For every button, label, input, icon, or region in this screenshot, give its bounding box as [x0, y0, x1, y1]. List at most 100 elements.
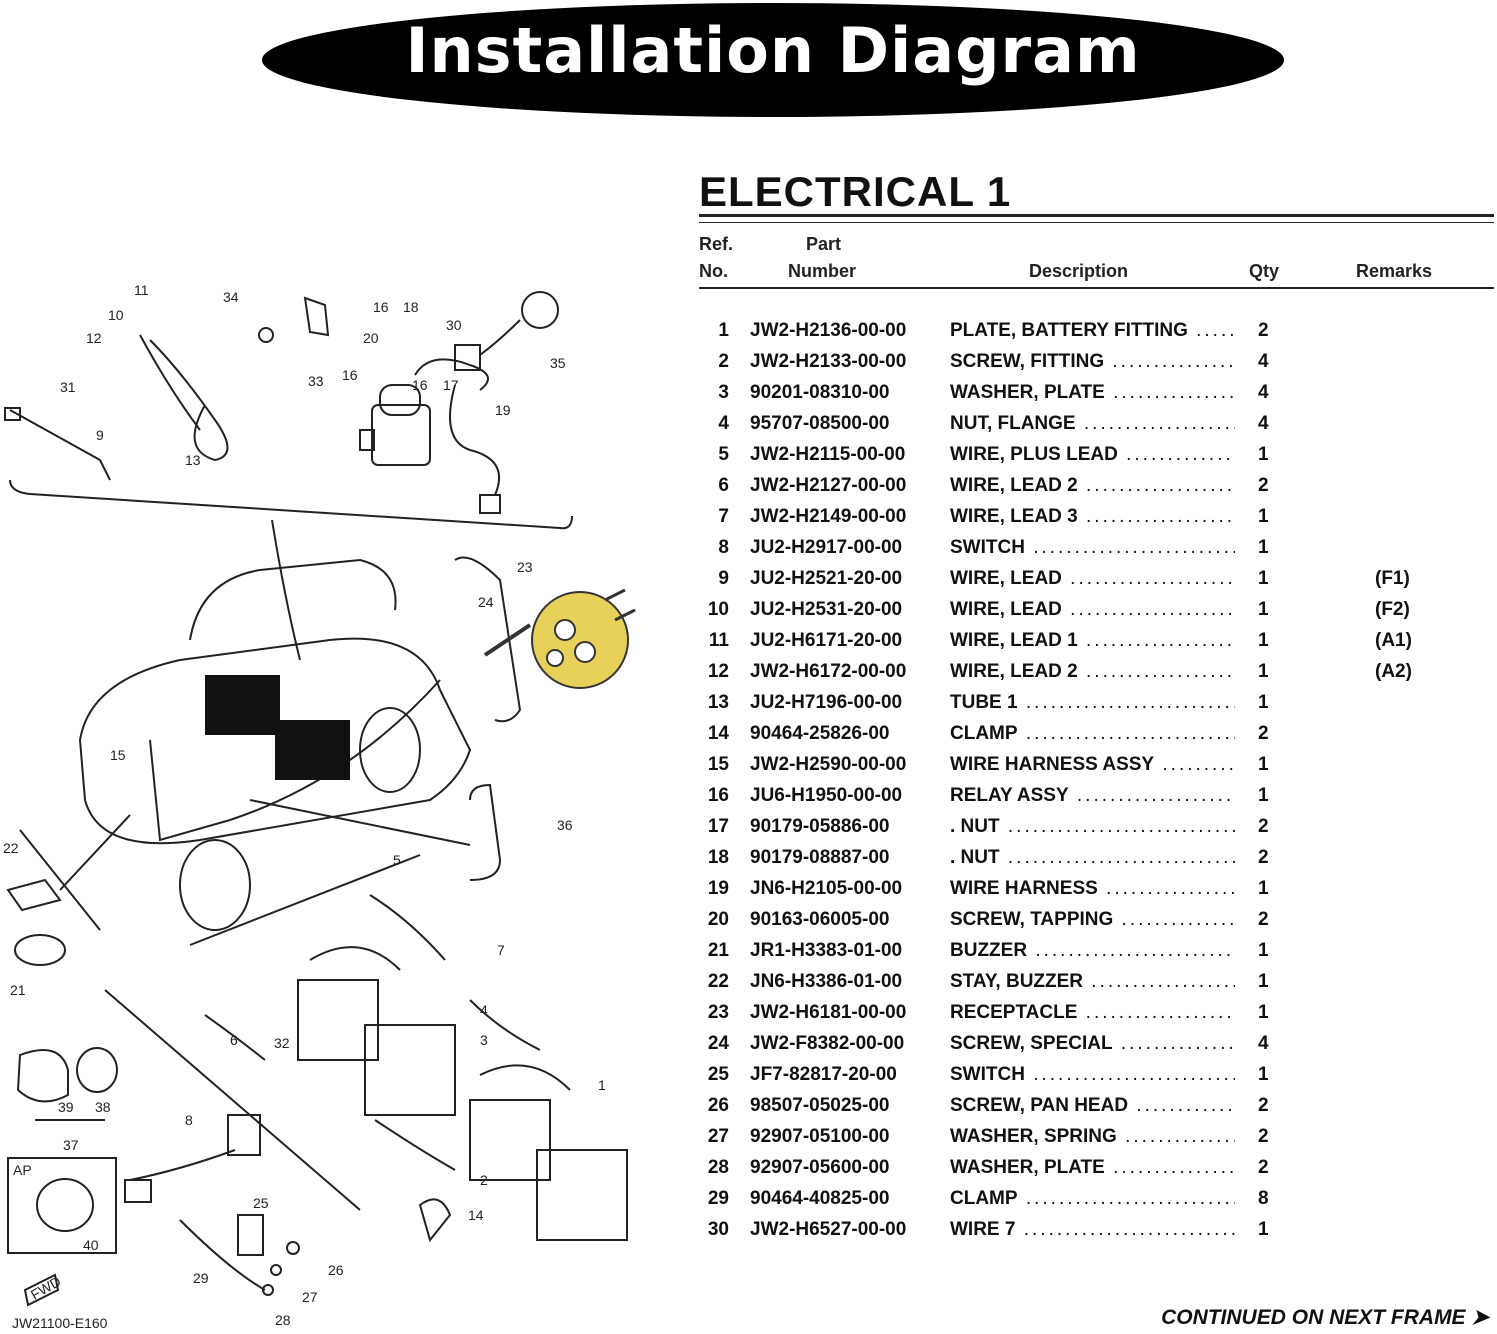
part-number: JU2-H2531-20-00: [750, 599, 903, 621]
part-number: JW2-H2115-00-00: [750, 444, 906, 466]
top-group-bracket: [9, 479, 573, 530]
leader-dots: ........................................: [1007, 816, 1235, 838]
description: PLATE, BATTERY FITTING: [950, 320, 1188, 341]
ref-number: 8: [718, 537, 729, 559]
ap-inset-frame: [7, 1157, 117, 1254]
description: WIRE, LEAD 1: [950, 630, 1078, 652]
description-cell: PLATE, BATTERY FITTING .................…: [950, 320, 1235, 342]
part-number: 90179-08887-00: [750, 847, 890, 869]
receptacle-bracket: [454, 556, 522, 723]
description-cell: SCREW, FITTING .........................…: [950, 351, 1235, 373]
ref-number: 9: [718, 568, 729, 590]
description-cell: WIRE HARNESS ...........................…: [950, 878, 1235, 900]
wire-plus-lead-5: [369, 894, 446, 961]
description-cell: WIRE, LEAD .............................…: [950, 599, 1235, 621]
quantity: 2: [1258, 847, 1269, 869]
ref-number: 15: [707, 754, 729, 776]
description-cell: WIRE, LEAD 2 ...........................…: [950, 661, 1235, 683]
relay-top: [379, 384, 421, 416]
description-cell: . NUT ..................................…: [950, 847, 1235, 869]
switch-25: [237, 1214, 264, 1256]
clamp-33: [303, 296, 330, 337]
leader-dots: ........................................: [1196, 320, 1235, 341]
description-cell: CLAMP ..................................…: [950, 723, 1235, 745]
buzzer-21: [14, 934, 66, 966]
part-number: JW2-H2127-00-00: [750, 475, 907, 497]
title-banner: [262, 3, 1284, 117]
banner-title: Installation Diagram: [405, 14, 1141, 87]
part-number: JF7-82817-20-00: [750, 1064, 897, 1086]
leader-dots: ........................................: [1085, 1002, 1235, 1024]
remarks: (F1): [1375, 568, 1410, 590]
callout-6: 6: [230, 1032, 238, 1048]
description: WASHER, SPRING: [950, 1126, 1117, 1148]
callout-13: 13: [185, 452, 201, 468]
quantity: 1: [1258, 785, 1269, 807]
description-cell: WASHER, SPRING .........................…: [950, 1126, 1235, 1148]
part-number: JU2-H2917-00-00: [750, 537, 903, 559]
description-cell: RELAY ASSY .............................…: [950, 785, 1235, 807]
part-number: JW2-H2136-00-00: [750, 320, 907, 341]
description: WIRE 7: [950, 1219, 1016, 1241]
leader-dots: ........................................: [1070, 599, 1235, 621]
remarks: (A2): [1375, 661, 1412, 683]
callout-4: 4: [480, 1002, 488, 1018]
callout-30: 30: [446, 317, 462, 333]
description: WIRE HARNESS ASSY: [950, 754, 1155, 776]
wire-harness-tube: [149, 339, 229, 462]
callout-23: 23: [517, 559, 533, 575]
callout-25: 25: [253, 1195, 269, 1211]
callout-18: 18: [403, 299, 419, 315]
screw-24: [483, 623, 532, 657]
callout-29: 29: [193, 1270, 209, 1286]
callout-12: 12: [86, 330, 102, 346]
quantity: 1: [1258, 1219, 1269, 1241]
leader-dots: ........................................: [1162, 754, 1235, 776]
battery-4: [536, 1149, 628, 1241]
callout-24: 24: [478, 594, 494, 610]
header-ref: Ref.: [699, 234, 734, 254]
quantity: 1: [1258, 1064, 1269, 1086]
description: WIRE HARNESS: [950, 878, 1098, 900]
header-description: Description: [1029, 261, 1129, 281]
header-rule: [699, 287, 1494, 289]
quantity: 2: [1258, 320, 1269, 341]
leader-dots: ........................................: [1025, 723, 1235, 745]
description: SWITCH: [950, 537, 1025, 559]
ref-number: 11: [708, 630, 729, 652]
part-number: JU6-H1950-00-00: [750, 785, 903, 807]
callout-16c: 16: [412, 377, 428, 393]
part-number: 90179-05886-00: [750, 816, 890, 838]
cart-battery-b: [275, 720, 350, 780]
callout-8: 8: [185, 1112, 193, 1128]
ref-number: 3: [718, 382, 729, 404]
exploded-parts-diagram: 1 2 3 4 5 6 7 8 9 10 11 12 13 14 15 16 1…: [3, 282, 636, 1331]
leader-dots: ........................................: [1121, 909, 1235, 931]
description-cell: WIRE 7 .................................…: [950, 1219, 1235, 1241]
callout-27: 27: [302, 1289, 318, 1305]
callout-26: 26: [328, 1262, 344, 1278]
quantity: 1: [1258, 568, 1269, 590]
ref-number: 24: [707, 1033, 729, 1055]
leader-dots: ........................................: [1106, 878, 1235, 900]
battery-group-bracket: [189, 854, 421, 946]
part-number: 90163-06005-00: [750, 909, 890, 931]
cart-rear-wheel: [359, 707, 421, 793]
wire-19-plug: [479, 494, 501, 514]
quantity: 1: [1258, 692, 1269, 714]
callout-37: 37: [63, 1137, 79, 1153]
description: WIRE, LEAD: [950, 599, 1062, 621]
screw-34: [258, 327, 274, 343]
battery-plate-2: [479, 1064, 571, 1091]
callout-32: 32: [274, 1035, 290, 1051]
